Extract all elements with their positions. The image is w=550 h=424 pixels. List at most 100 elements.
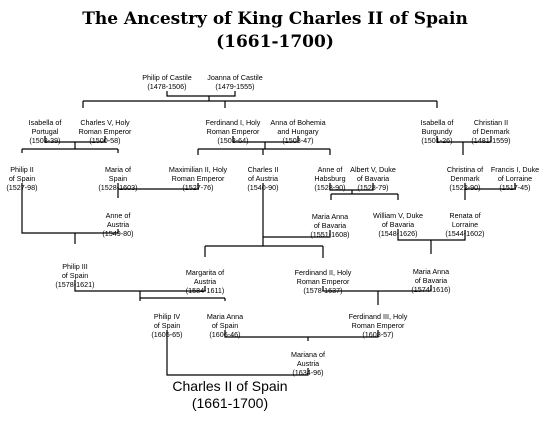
connector-william-v	[397, 229, 466, 254]
person-label-line: Burgundy	[422, 127, 453, 136]
person-label-line: (1503-64)	[217, 136, 248, 145]
person-label-line: (1548-1626)	[378, 229, 417, 238]
person-label-line: Isabella of	[29, 118, 62, 127]
person-joanna-castile: Joanna of Castile(1479-1555)	[207, 73, 263, 91]
connector-ferdinand-iii	[224, 330, 379, 341]
person-label-line: (1503-47)	[282, 136, 313, 145]
person-label-line: (1481-1559)	[471, 136, 510, 145]
connector-christian-ii	[436, 136, 492, 155]
person-label-line: (1584-1611)	[186, 286, 225, 295]
person-label-line: (1527-76)	[182, 183, 213, 192]
connector-ferdinand-i	[197, 136, 331, 155]
person-label-line: Christian II	[474, 118, 508, 127]
person-label-line: of Bavaria	[382, 220, 414, 229]
person-label-line: (1608-57)	[362, 330, 393, 339]
person-label-line: Mariana of	[291, 350, 325, 359]
person-label-line: (1574-1616)	[411, 285, 450, 294]
person-label-line: Margarita of	[186, 268, 224, 277]
person-label-line: of Bavaria	[415, 276, 447, 285]
connector-charles-v	[21, 136, 119, 153]
person-label-line: (1551-1608)	[310, 230, 349, 239]
person-label-line: Charles V, Holy	[80, 118, 130, 127]
person-label-line: (1578-1621)	[55, 280, 94, 289]
person-label-line: (1527-98)	[6, 183, 37, 192]
person-label-line: (1503-39)	[29, 136, 60, 145]
connector-castile	[82, 91, 438, 108]
person-label-line: (1549-80)	[102, 229, 133, 238]
connector-philip-ii	[21, 183, 119, 244]
person-label-line: (1478-1506)	[147, 82, 186, 91]
person-label-line: Lorraine	[452, 220, 478, 229]
person-label-line: of Spain	[212, 321, 238, 330]
person-label-line: of Austria	[248, 174, 278, 183]
person-label-line: Maria Anna	[207, 312, 243, 321]
connector-francis-i	[464, 183, 516, 200]
person-label-line: Portugal	[32, 127, 59, 136]
person-label-line: (1544-1602)	[445, 229, 484, 238]
person-label-line: Ferdinand III, Holy	[349, 312, 408, 321]
person-label-line: Roman Emperor	[79, 127, 132, 136]
person-label-line: Philip II	[10, 165, 34, 174]
person-label-line: Anna of Bohemia	[270, 118, 325, 127]
person-label-line: Denmark	[450, 174, 480, 183]
person-label-line: (1528-1603)	[98, 183, 137, 192]
person-label-line: Maria Anna	[312, 212, 348, 221]
person-label-line: (1540-90)	[247, 183, 278, 192]
person-label-line: Austria	[194, 277, 216, 286]
person-label-line: Renata of	[449, 211, 480, 220]
person-label-line: (1501-26)	[421, 136, 452, 145]
person-label-line: Roman Emperor	[172, 174, 225, 183]
diagram-title: The Ancestry of King Charles II of Spain	[82, 9, 468, 29]
root-dates: (1661-1700)	[192, 395, 268, 411]
person-label-line: Anne of	[106, 211, 131, 220]
connector-philip-iv	[166, 330, 309, 376]
person-label-line: (1528-79)	[357, 183, 388, 192]
tree-connectors	[21, 91, 516, 376]
person-label-line: Isabella of	[421, 118, 454, 127]
connector-philip-iii	[74, 280, 226, 301]
person-label-line: Charles II	[248, 165, 279, 174]
connector-ferdinand-ii	[322, 285, 432, 305]
person-philip-castile: Philip of Castile(1478-1506)	[142, 73, 192, 91]
person-label-line: Maria of	[105, 165, 131, 174]
person-label-line: (1517-45)	[499, 183, 530, 192]
person-label-line: Austria	[297, 359, 319, 368]
person-label-line: (1578-1637)	[303, 286, 342, 295]
connector-charles-ii-austria	[204, 183, 331, 258]
person-label-line: Austria	[107, 220, 129, 229]
person-label-line: Anne of	[318, 165, 343, 174]
person-label-line: Habsburg	[314, 174, 345, 183]
person-label-line: (1606-46)	[209, 330, 240, 339]
person-label-line: Maximilian II, Holy	[169, 165, 228, 174]
person-label-line: Joanna of Castile	[207, 73, 263, 82]
person-label-line: (1500-58)	[89, 136, 120, 145]
person-label-line: of Denmark	[472, 127, 510, 136]
person-label-line: Maria Anna	[413, 267, 449, 276]
person-label-line: Philip IV	[154, 312, 181, 321]
person-label-line: of Bavaria	[357, 174, 389, 183]
person-label-line: William V, Duke	[373, 211, 423, 220]
person-label-line: (1479-1555)	[215, 82, 254, 91]
person-label-line: Philip of Castile	[142, 73, 192, 82]
person-label-line: Francis I, Duke	[491, 165, 539, 174]
